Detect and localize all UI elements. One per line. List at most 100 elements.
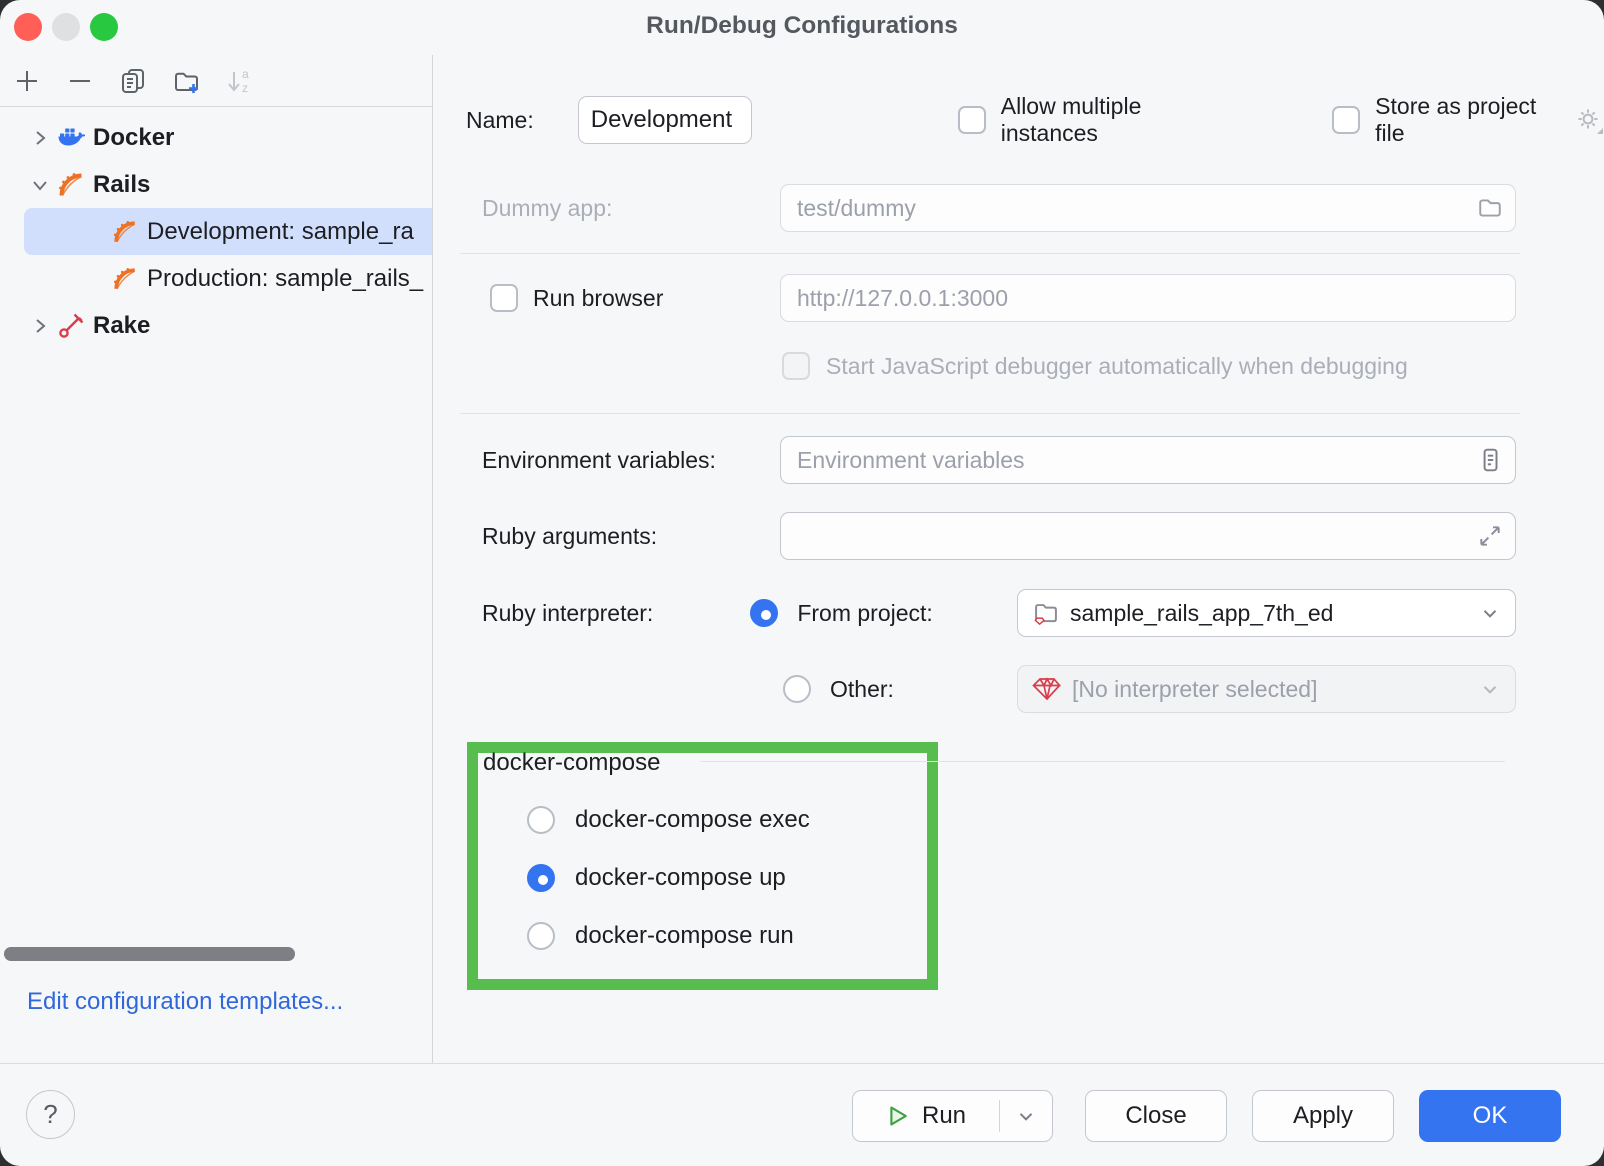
- copy-configuration-button[interactable]: [118, 66, 148, 96]
- chevron-down-icon[interactable]: [30, 175, 50, 195]
- svg-text:a: a: [242, 67, 249, 81]
- gear-icon[interactable]: [1574, 105, 1604, 135]
- project-interpreter-dropdown[interactable]: sample_rails_app_7th_ed: [1017, 589, 1516, 637]
- expand-field-icon[interactable]: [1477, 523, 1503, 549]
- folder-gem-icon: [1032, 599, 1060, 627]
- other-label: Other:: [830, 675, 894, 702]
- dialog-footer: ? Run Close Apply OK: [0, 1063, 1604, 1166]
- rake-icon: [56, 312, 86, 340]
- store-as-project-file-label: Store as project file: [1375, 93, 1537, 146]
- docker-compose-up-label: docker-compose up: [575, 864, 786, 891]
- dummy-app-value: test/dummy: [797, 194, 916, 221]
- minimize-window-button[interactable]: [52, 13, 80, 41]
- apply-button-label: Apply: [1292, 1102, 1354, 1129]
- new-folder-button[interactable]: [171, 66, 201, 96]
- help-button[interactable]: ?: [26, 1090, 75, 1139]
- other-interpreter-dropdown: [No interpreter selected]: [1017, 665, 1516, 713]
- ruby-arguments-field[interactable]: [780, 512, 1516, 560]
- play-icon: [886, 1104, 910, 1128]
- tree-item-production[interactable]: Production: sample_rails_: [0, 255, 432, 302]
- svg-text:z: z: [242, 81, 248, 95]
- from-project-radio[interactable]: [750, 599, 779, 627]
- store-as-project-file-checkbox[interactable]: [1332, 106, 1361, 134]
- environment-variables-placeholder: Environment variables: [797, 446, 1025, 473]
- horizontal-scrollbar-thumb[interactable]: [4, 947, 295, 961]
- new-folder-icon: [172, 67, 201, 95]
- other-interpreter-value: [No interpreter selected]: [1072, 675, 1318, 702]
- docker-compose-exec-radio[interactable]: [527, 806, 555, 834]
- rails-icon: [56, 171, 86, 199]
- gem-icon: [1032, 676, 1062, 702]
- docker-compose-group-title: docker-compose: [483, 749, 661, 776]
- section-divider: [460, 413, 1520, 414]
- window-title: Run/Debug Configurations: [646, 12, 958, 39]
- run-options-dropdown-button[interactable]: [1000, 1091, 1052, 1141]
- apply-button[interactable]: Apply: [1252, 1090, 1394, 1142]
- chevron-down-icon: [1015, 1105, 1037, 1127]
- tree-item-rails[interactable]: Rails: [0, 161, 432, 208]
- docker-compose-run-option: docker-compose run: [527, 922, 794, 950]
- tree-item-label: Development: sample_ra: [147, 217, 414, 245]
- other-radio[interactable]: [783, 675, 811, 703]
- browse-variables-icon[interactable]: [1477, 447, 1503, 473]
- tree-item-docker[interactable]: Docker: [0, 114, 432, 161]
- docker-icon: [56, 125, 86, 151]
- zoom-window-button[interactable]: [90, 13, 118, 41]
- tree-item-label: Rails: [93, 170, 151, 198]
- browser-url-field: http://127.0.0.1:3000: [780, 274, 1516, 322]
- tree-item-label: Production: sample_rails_: [147, 264, 424, 292]
- docker-compose-up-radio[interactable]: [527, 864, 555, 892]
- run-browser-row: Run browser http://127.0.0.1:3000: [434, 274, 1604, 322]
- project-interpreter-value: sample_rails_app_7th_ed: [1070, 599, 1334, 626]
- allow-multiple-instances-label: Allow multiple instances: [1000, 93, 1142, 146]
- environment-variables-field[interactable]: Environment variables: [780, 436, 1516, 484]
- configuration-form: Name: Allow multiple instances Store as …: [434, 55, 1604, 1063]
- chevron-right-icon[interactable]: [30, 316, 50, 336]
- from-project-label: From project:: [797, 599, 933, 626]
- other-interpreter-row: Other: [No interpreter selected]: [434, 665, 1604, 713]
- docker-compose-exec-label: docker-compose exec: [575, 806, 810, 833]
- ruby-interpreter-row: Ruby interpreter: From project: sample_r…: [434, 589, 1604, 637]
- remove-icon: [66, 67, 94, 95]
- close-window-button[interactable]: [14, 13, 42, 41]
- tree-item-development[interactable]: Development: sample_ra: [24, 208, 432, 255]
- run-browser-checkbox[interactable]: [490, 284, 518, 312]
- name-input[interactable]: [577, 96, 752, 144]
- environment-variables-row: Environment variables: Environment varia…: [434, 436, 1604, 484]
- chevron-down-icon: [1479, 602, 1501, 624]
- ok-button[interactable]: OK: [1419, 1090, 1561, 1142]
- browser-url-value: http://127.0.0.1:3000: [797, 284, 1009, 311]
- rails-icon: [110, 266, 140, 292]
- run-browser-label: Run browser: [533, 284, 664, 311]
- allow-multiple-instances-checkbox[interactable]: [957, 106, 986, 134]
- chevron-right-icon[interactable]: [30, 128, 50, 148]
- close-button[interactable]: Close: [1085, 1090, 1227, 1142]
- ruby-arguments-row: Ruby arguments:: [434, 512, 1604, 560]
- start-js-debugger-label: Start JavaScript debugger automatically …: [826, 352, 1408, 379]
- remove-configuration-button[interactable]: [65, 66, 95, 96]
- folder-icon[interactable]: [1477, 195, 1503, 221]
- dummy-app-row: Dummy app: test/dummy: [434, 184, 1604, 232]
- dummy-app-label: Dummy app:: [482, 194, 613, 221]
- edit-configuration-templates-link[interactable]: Edit configuration templates...: [27, 988, 344, 1015]
- ruby-interpreter-label: Ruby interpreter:: [482, 599, 654, 626]
- chevron-down-icon: [1479, 678, 1501, 700]
- run-button-label: Run: [921, 1102, 967, 1129]
- dummy-app-field: test/dummy: [780, 184, 1516, 232]
- docker-compose-run-radio[interactable]: [527, 922, 555, 950]
- add-configuration-button[interactable]: [12, 66, 42, 96]
- tree-item-rake[interactable]: Rake: [0, 302, 432, 349]
- tree-item-label: Docker: [93, 123, 175, 151]
- ruby-arguments-label: Ruby arguments:: [482, 522, 658, 549]
- rails-icon: [110, 219, 140, 245]
- name-label: Name:: [466, 106, 534, 133]
- section-divider: [460, 253, 1520, 254]
- docker-compose-highlight-box: [467, 742, 938, 990]
- add-icon: [13, 67, 41, 95]
- run-button[interactable]: Run: [853, 1091, 999, 1141]
- js-debugger-row: Start JavaScript debugger automatically …: [434, 351, 1604, 381]
